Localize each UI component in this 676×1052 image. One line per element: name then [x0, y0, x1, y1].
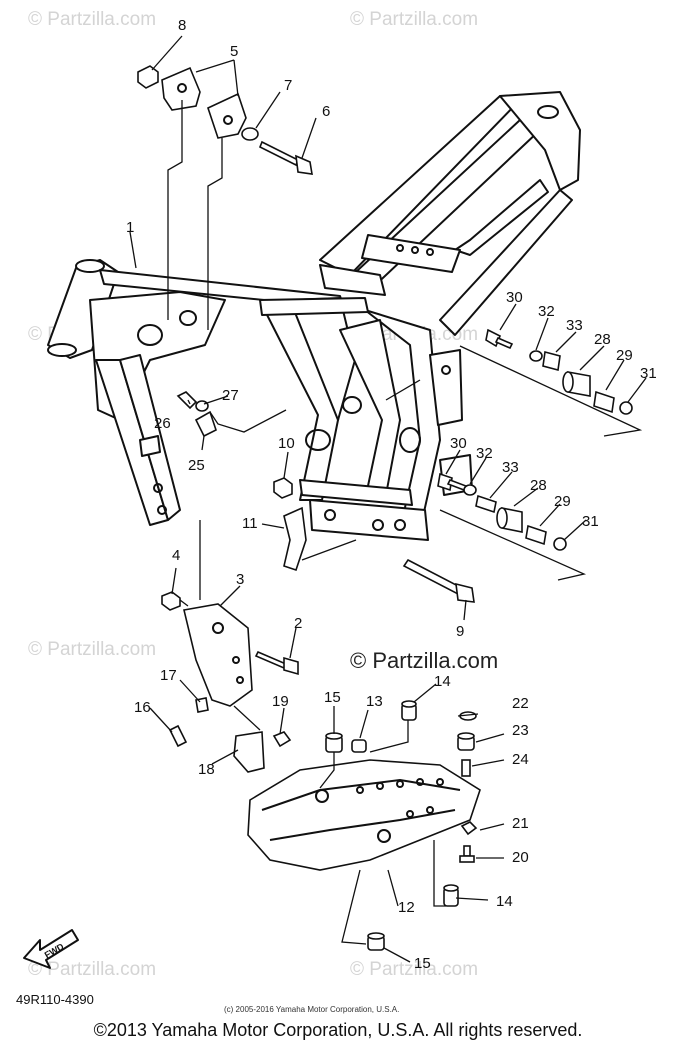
callout-25: 25 — [188, 457, 205, 474]
callout-16: 16 — [134, 699, 151, 716]
callout-labels: 8 5 7 6 1 27 26 25 10 11 9 30 32 33 28 2… — [126, 17, 657, 972]
callout-4: 4 — [172, 547, 180, 564]
part-nut-4 — [161, 591, 181, 611]
part-clamp-25 — [194, 410, 217, 438]
part-bracket-3 — [183, 603, 253, 707]
callout-19: 19 — [272, 693, 289, 710]
callout-8: 8 — [178, 17, 186, 34]
callout-6: 6 — [322, 103, 330, 120]
part-grommet-13 — [351, 739, 367, 753]
part-nut-10 — [273, 477, 293, 499]
callout-21: 21 — [512, 815, 529, 832]
watermark-text: © Partzilla.com — [28, 959, 156, 980]
part-bolt-16 — [168, 724, 188, 748]
callout-5: 5 — [230, 43, 238, 60]
callout-14-bottom: 14 — [496, 893, 513, 910]
callout-33-upper: 33 — [566, 317, 583, 334]
part-bolt-2 — [254, 650, 299, 676]
part-bracket-18 — [233, 731, 265, 773]
callout-28-upper: 28 — [594, 331, 611, 348]
part-washer-27 — [195, 400, 209, 412]
callout-29-upper: 29 — [616, 347, 633, 364]
part-bolt-6 — [258, 140, 313, 175]
callout-7: 7 — [284, 77, 292, 94]
callout-23: 23 — [512, 722, 529, 739]
part-row-lower — [437, 472, 567, 551]
small-copyright: (c) 2005-2016 Yamaha Motor Corporation, … — [224, 1005, 399, 1014]
callout-27: 27 — [222, 387, 239, 404]
diagram-part-number: 49R110-4390 — [16, 992, 94, 1007]
callout-13: 13 — [366, 693, 383, 710]
callout-1: 1 — [126, 219, 134, 236]
callout-24: 24 — [512, 751, 529, 768]
callout-22: 22 — [512, 695, 529, 712]
callout-11: 11 — [242, 515, 258, 532]
part-damper-14a — [401, 700, 417, 721]
callout-14-top: 14 — [434, 673, 451, 690]
part-bolt-9 — [402, 558, 475, 603]
part-damper-15b — [367, 932, 385, 951]
part-bracket-5a — [161, 66, 201, 111]
leader-lines — [129, 35, 647, 963]
part-skid-plate-12 — [247, 759, 481, 871]
callout-30-upper: 30 — [506, 289, 523, 306]
part-bolt-26 — [176, 391, 198, 410]
part-washer-7 — [241, 127, 259, 141]
part-nut-19 — [272, 731, 292, 748]
watermark-text: © Partzilla.com — [350, 959, 478, 980]
callout-29-lower: 29 — [554, 493, 571, 510]
callout-32-lower: 32 — [476, 445, 493, 462]
callout-3: 3 — [236, 571, 244, 588]
callout-28-lower: 28 — [530, 477, 547, 494]
parts-small — [137, 65, 633, 951]
part-nut-21 — [460, 821, 478, 836]
part-nut-8 — [137, 65, 159, 89]
part-collar-24 — [461, 759, 471, 777]
part-row-upper — [485, 328, 633, 415]
callout-15-bottom: 15 — [414, 955, 431, 972]
callout-32-upper: 32 — [538, 303, 555, 320]
callout-10: 10 — [278, 435, 295, 452]
callout-31-lower: 31 — [582, 513, 599, 530]
callout-26: 26 — [154, 415, 171, 432]
callout-33-lower: 33 — [502, 459, 519, 476]
callout-12: 12 — [398, 899, 415, 916]
watermark-text: © Partzilla.com — [350, 9, 478, 30]
frame-main — [47, 91, 581, 541]
callout-15-top: 15 — [324, 689, 341, 706]
callout-31-upper: 31 — [640, 365, 657, 382]
footer-copyright: ©2013 Yamaha Motor Corporation, U.S.A. A… — [93, 1020, 583, 1040]
callout-2: 2 — [294, 615, 302, 632]
part-bolt-20 — [459, 845, 475, 863]
watermark-text: © Partzilla.com — [28, 639, 156, 660]
watermark-text: © Partzilla.com — [28, 9, 156, 30]
callout-9: 9 — [456, 623, 464, 640]
part-damper-14b — [443, 884, 459, 907]
callout-30-lower: 30 — [450, 435, 467, 452]
callout-18: 18 — [198, 761, 215, 778]
callout-20: 20 — [512, 849, 529, 866]
part-damper-23 — [457, 732, 475, 751]
part-plate-11 — [283, 506, 307, 572]
part-damper-15a — [325, 732, 343, 753]
callout-17: 17 — [160, 667, 177, 684]
center-watermark: © Partzilla.com — [350, 648, 498, 673]
